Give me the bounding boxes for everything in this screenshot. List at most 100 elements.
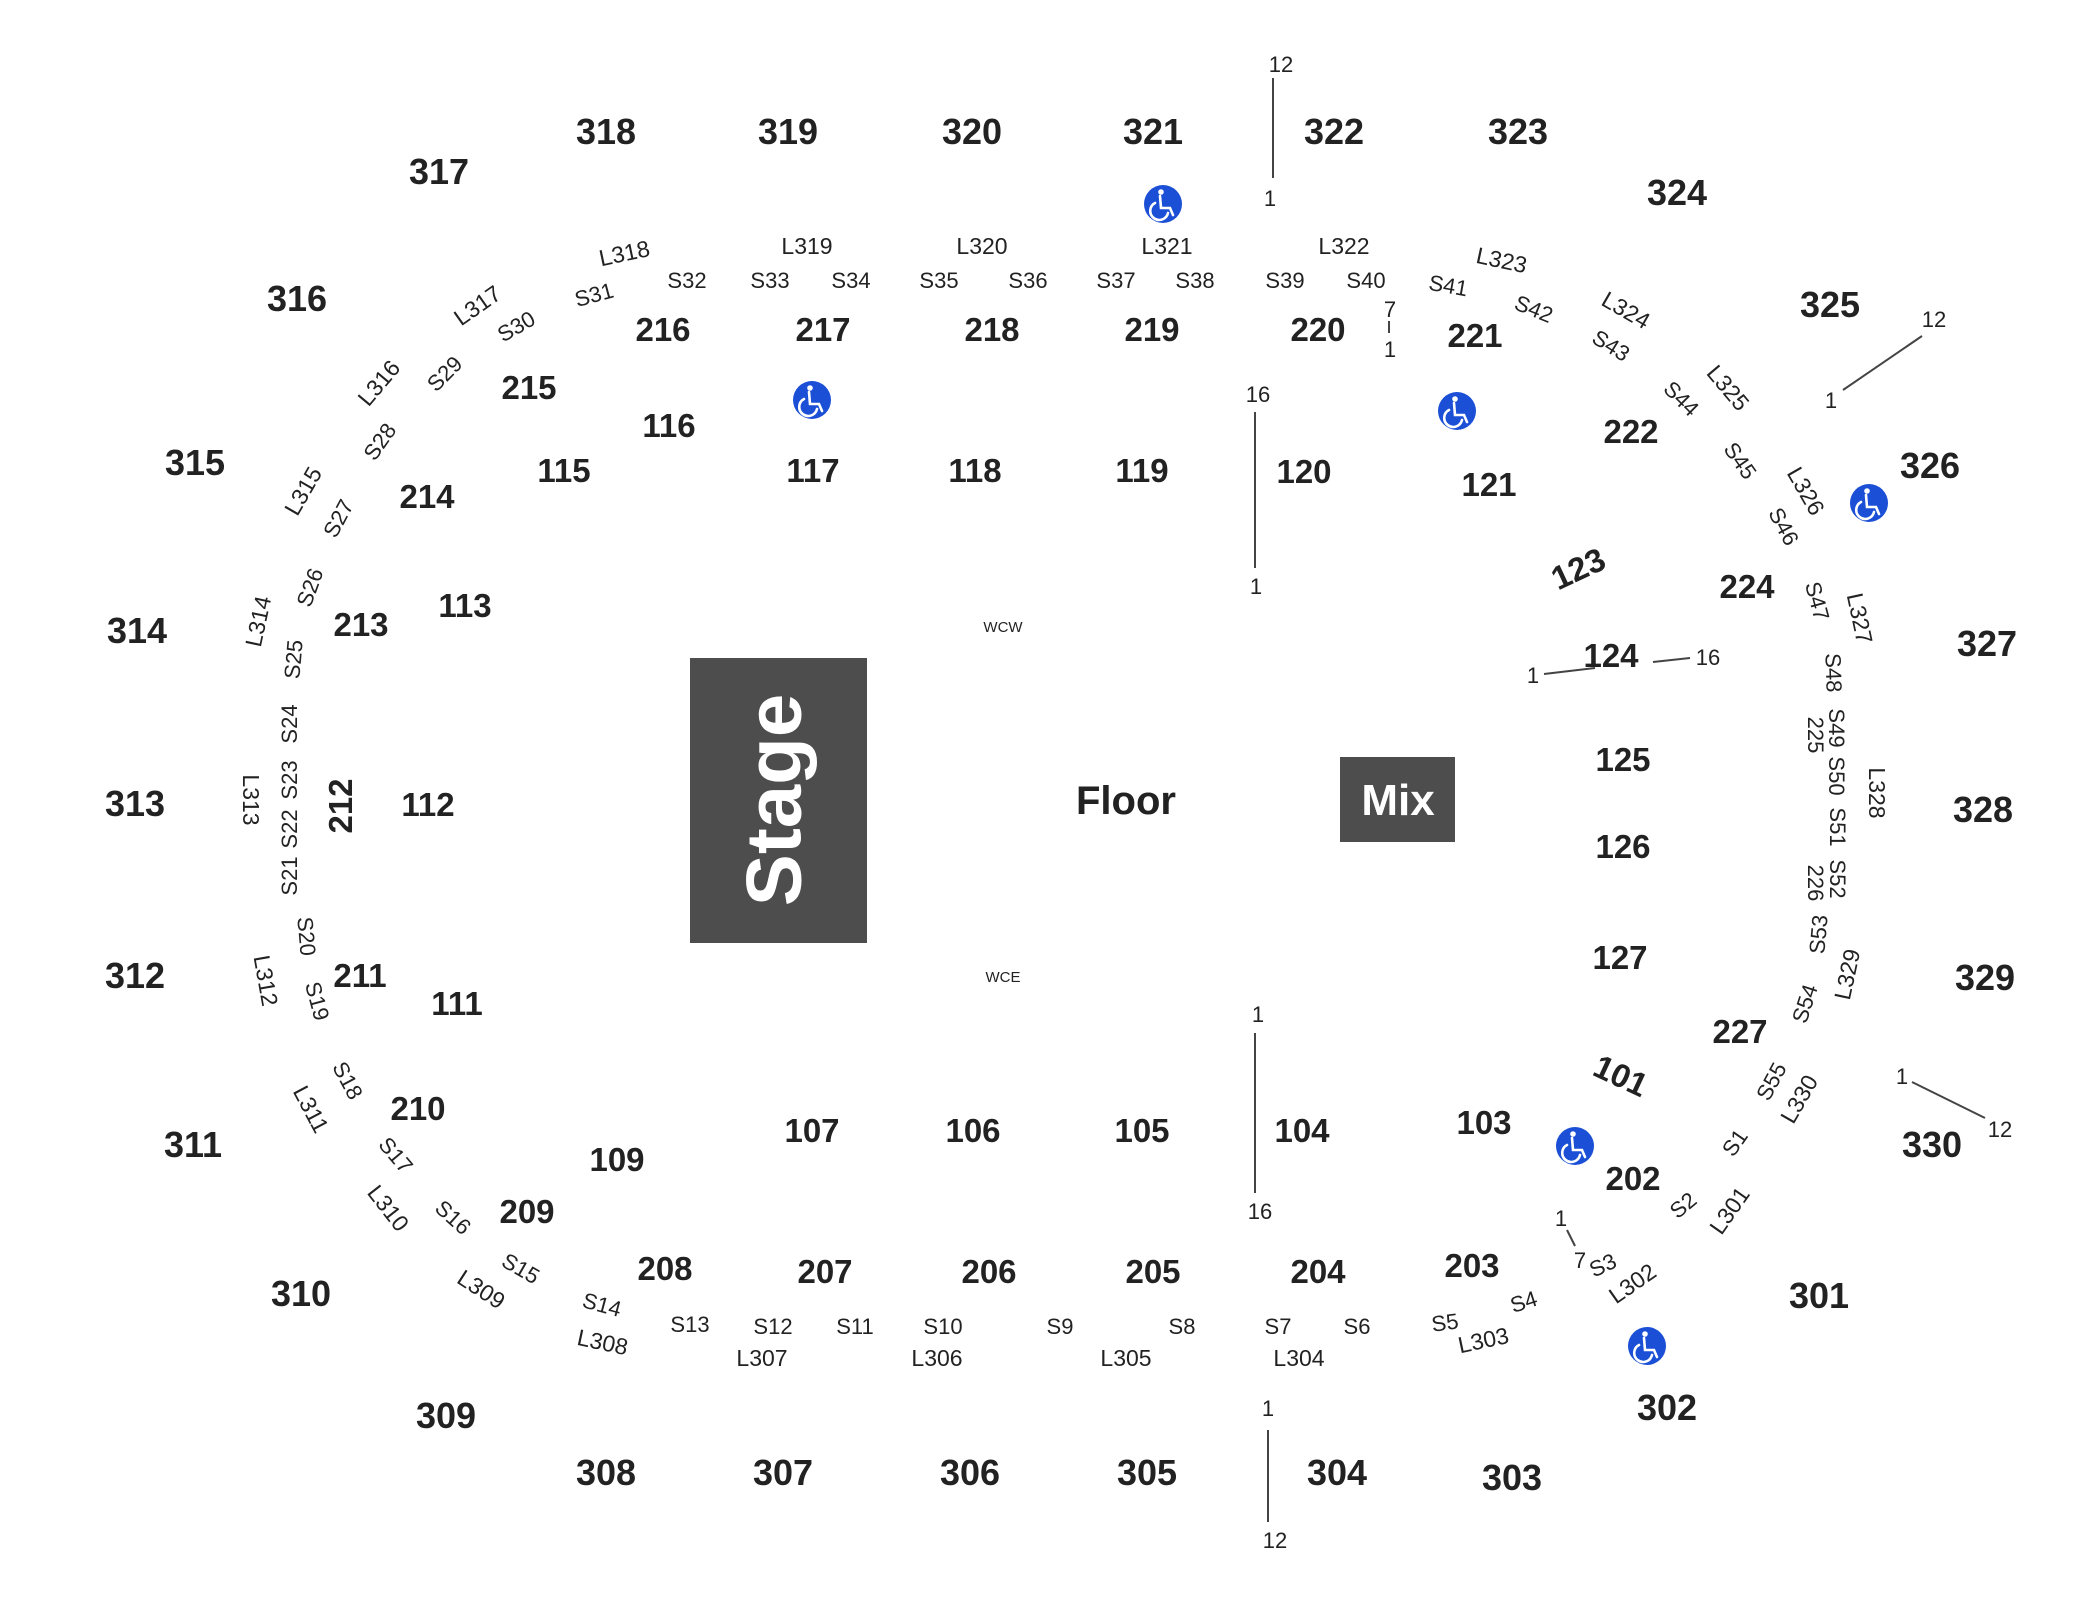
suite-s16[interactable]: S16	[430, 1195, 476, 1240]
suite-s18[interactable]: S18	[327, 1057, 367, 1103]
loge-l321[interactable]: L321	[1141, 233, 1192, 259]
section-208[interactable]: 208	[637, 1250, 692, 1287]
section-216[interactable]: 216	[635, 311, 690, 348]
suite-s22[interactable]: S22	[277, 809, 302, 848]
section-221[interactable]: 221	[1447, 317, 1502, 354]
section-308[interactable]: 308	[576, 1452, 636, 1493]
section-116[interactable]: 116	[642, 407, 695, 444]
suite-s23[interactable]: S23	[277, 760, 302, 799]
section-315[interactable]: 315	[165, 442, 225, 483]
loge-l311[interactable]: L311	[288, 1081, 334, 1137]
section-119[interactable]: 119	[1115, 452, 1168, 489]
section-106[interactable]: 106	[945, 1112, 1000, 1149]
section-326[interactable]: 326	[1900, 445, 1960, 486]
section-117[interactable]: 117	[786, 452, 839, 489]
section-328[interactable]: 328	[1953, 789, 2013, 830]
section-217[interactable]: 217	[795, 311, 850, 348]
section-212[interactable]: 212	[322, 778, 359, 833]
suite-s38[interactable]: S38	[1175, 268, 1214, 293]
section-323[interactable]: 323	[1488, 111, 1548, 152]
section-205[interactable]: 205	[1125, 1253, 1180, 1290]
suite-s28[interactable]: S28	[358, 418, 401, 464]
suite-s10[interactable]: S10	[923, 1314, 962, 1339]
section-303[interactable]: 303	[1482, 1457, 1542, 1498]
section-222[interactable]: 222	[1603, 413, 1658, 450]
suite-s14[interactable]: S14	[580, 1288, 624, 1322]
suite-s4[interactable]: S4	[1507, 1286, 1540, 1318]
section-319[interactable]: 319	[758, 111, 818, 152]
section-213[interactable]: 213	[333, 606, 388, 643]
suite-s41[interactable]: S41	[1427, 270, 1470, 301]
section-306[interactable]: 306	[940, 1452, 1000, 1493]
suite-s45[interactable]: S45	[1719, 437, 1762, 483]
loge-l323[interactable]: L323	[1474, 242, 1529, 278]
section-215[interactable]: 215	[501, 369, 556, 406]
suite-s11[interactable]: S11	[836, 1314, 874, 1339]
stage[interactable]: Stage	[690, 658, 867, 943]
section-226[interactable]: 226	[1803, 865, 1828, 902]
loge-l303[interactable]: L303	[1456, 1322, 1511, 1358]
section-206[interactable]: 206	[961, 1253, 1016, 1290]
section-225[interactable]: 225	[1803, 717, 1828, 754]
section-118[interactable]: 118	[948, 452, 1001, 489]
section-105[interactable]: 105	[1114, 1112, 1169, 1149]
suite-s7[interactable]: S7	[1265, 1314, 1292, 1339]
wheelchair-icon[interactable]	[1438, 392, 1476, 430]
loge-l316[interactable]: L316	[352, 355, 405, 411]
loge-l322[interactable]: L322	[1318, 233, 1369, 259]
suite-s12[interactable]: S12	[753, 1314, 792, 1339]
loge-l307[interactable]: L307	[736, 1345, 787, 1371]
section-115[interactable]: 115	[537, 452, 590, 489]
suite-s39[interactable]: S39	[1265, 268, 1304, 293]
section-307[interactable]: 307	[753, 1452, 813, 1493]
suite-s53[interactable]: S53	[1804, 914, 1832, 955]
suite-s19[interactable]: S19	[300, 979, 334, 1023]
loge-l325[interactable]: L325	[1702, 360, 1755, 416]
suite-s24[interactable]: S24	[277, 704, 302, 743]
suite-s50[interactable]: S50	[1824, 756, 1849, 795]
section-111[interactable]: 111	[431, 985, 482, 1022]
wheelchair-icon[interactable]	[1556, 1127, 1594, 1165]
section-219[interactable]: 219	[1124, 311, 1179, 348]
suite-s26[interactable]: S26	[292, 565, 329, 610]
suite-s25[interactable]: S25	[279, 639, 307, 680]
section-127[interactable]: 127	[1592, 939, 1647, 976]
suite-s17[interactable]: S17	[374, 1132, 418, 1178]
suite-s43[interactable]: S43	[1588, 325, 1634, 367]
section-313[interactable]: 313	[105, 783, 165, 824]
loge-l327[interactable]: L327	[1842, 591, 1878, 646]
section-121[interactable]: 121	[1461, 466, 1516, 503]
section-224[interactable]: 224	[1719, 568, 1775, 605]
suite-s6[interactable]: S6	[1344, 1314, 1371, 1339]
section-311[interactable]: 311	[164, 1124, 222, 1165]
loge-l304[interactable]: L304	[1273, 1345, 1324, 1371]
suite-s33[interactable]: S33	[750, 268, 789, 293]
loge-l319[interactable]: L319	[781, 233, 832, 259]
loge-l305[interactable]: L305	[1100, 1345, 1151, 1371]
suite-s31[interactable]: S31	[572, 278, 616, 312]
section-330[interactable]: 330	[1902, 1124, 1962, 1165]
section-126[interactable]: 126	[1595, 828, 1650, 865]
suite-s44[interactable]: S44	[1659, 376, 1704, 421]
section-304[interactable]: 304	[1307, 1452, 1367, 1493]
section-211[interactable]: 211	[333, 957, 386, 994]
section-301[interactable]: 301	[1789, 1275, 1849, 1316]
section-325[interactable]: 325	[1800, 284, 1860, 325]
section-101[interactable]: 101	[1588, 1047, 1654, 1104]
suite-s2[interactable]: S2	[1665, 1187, 1702, 1223]
suite-s34[interactable]: S34	[831, 268, 870, 293]
section-204[interactable]: 204	[1290, 1253, 1346, 1290]
suite-s30[interactable]: S30	[493, 306, 539, 347]
section-109[interactable]: 109	[589, 1141, 644, 1178]
loge-l320[interactable]: L320	[956, 233, 1007, 259]
suite-s20[interactable]: S20	[292, 916, 320, 957]
suite-s15[interactable]: S15	[498, 1248, 544, 1289]
wheelchair-icon[interactable]	[1850, 484, 1888, 522]
section-202[interactable]: 202	[1605, 1160, 1660, 1197]
loge-l315[interactable]: L315	[279, 462, 327, 519]
suite-s54[interactable]: S54	[1787, 981, 1823, 1026]
section-103[interactable]: 103	[1456, 1104, 1511, 1141]
section-312[interactable]: 312	[105, 955, 165, 996]
loge-l318[interactable]: L318	[597, 235, 652, 271]
section-104[interactable]: 104	[1274, 1112, 1330, 1149]
